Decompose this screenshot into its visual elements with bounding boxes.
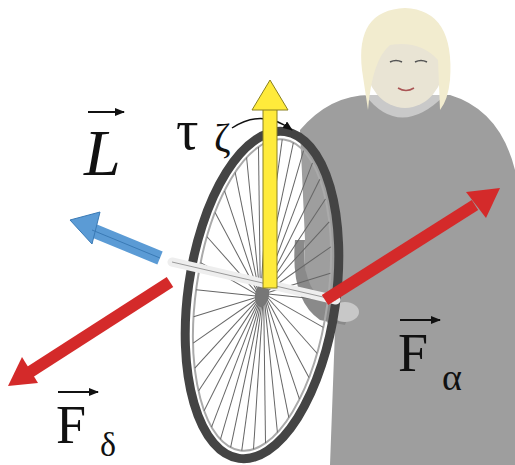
vector-arrow xyxy=(88,111,124,113)
spoke xyxy=(243,305,274,450)
subscript-label: α xyxy=(442,358,462,396)
spoke xyxy=(212,300,259,431)
spoke xyxy=(241,305,262,451)
spoke xyxy=(250,302,304,418)
subscript-label: δ xyxy=(100,428,116,462)
spoke xyxy=(231,304,261,449)
torque-label: τ xyxy=(176,102,199,158)
force-label: F xyxy=(398,326,428,380)
woman xyxy=(294,8,515,465)
rotation-arrow xyxy=(232,118,292,130)
vector-arrow xyxy=(400,319,440,321)
axle-handle xyxy=(172,262,336,300)
spoke xyxy=(220,302,259,442)
force-label: F xyxy=(56,398,86,452)
vector-arrow xyxy=(58,391,98,393)
vector-label: L xyxy=(84,120,121,186)
spoke xyxy=(199,296,258,398)
angular-momentum-arrow xyxy=(70,212,160,258)
force-delta-arrow xyxy=(8,282,170,386)
subscript-label: ζ xyxy=(214,118,231,158)
force-alpha-arrow xyxy=(325,188,500,300)
torque-arrow xyxy=(252,80,288,288)
spoke xyxy=(204,298,258,416)
